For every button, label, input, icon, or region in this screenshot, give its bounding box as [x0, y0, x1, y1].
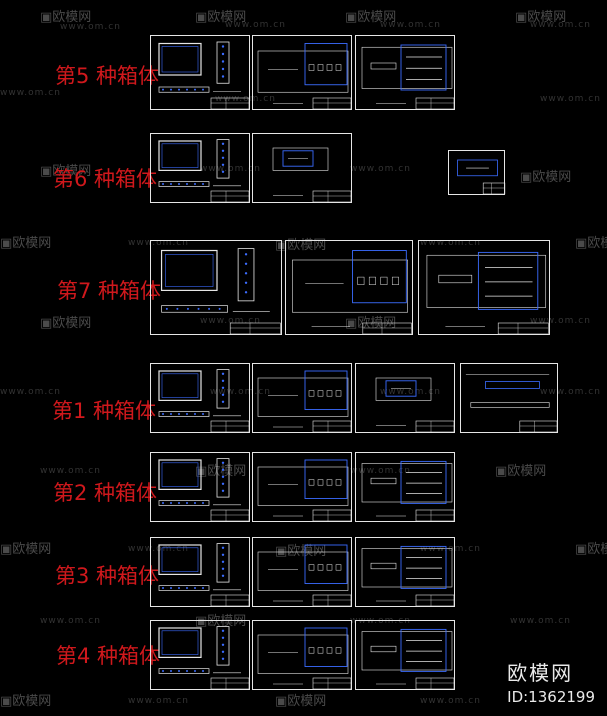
watermark-url: www.om.cn: [420, 238, 481, 248]
watermark-logo: ▣欧模网: [515, 10, 567, 25]
cad-sheet: [150, 35, 250, 110]
watermark-url: www.om.cn: [40, 616, 101, 626]
watermark-url: www.om.cn: [350, 164, 411, 174]
brand-watermark: 欧模网 ID:1362199: [507, 657, 595, 706]
watermark-logo: ▣欧模网: [575, 236, 607, 251]
cad-sheet: [252, 35, 352, 110]
cad-sheet: [150, 620, 250, 690]
watermark-url: www.om.cn: [540, 387, 601, 397]
watermark-url: www.om.cn: [225, 20, 286, 30]
watermark-logo: ▣欧模网: [40, 164, 92, 179]
watermark-url: www.om.cn: [0, 387, 61, 397]
watermark-url: www.om.cn: [210, 387, 271, 397]
watermark-url: www.om.cn: [0, 88, 61, 98]
watermark-url: www.om.cn: [530, 20, 591, 30]
cad-sheet: [355, 620, 455, 690]
cad-sheet: [252, 133, 352, 203]
watermark-logo: ▣欧模网: [0, 542, 52, 557]
watermark-logo: ▣欧模网: [345, 10, 397, 25]
watermark-logo: ▣欧模网: [345, 316, 397, 331]
watermark-url: www.om.cn: [128, 238, 189, 248]
watermark-logo: ▣欧模网: [40, 316, 92, 331]
cad-sheet: [150, 240, 282, 335]
cad-sheet: [285, 240, 413, 335]
watermark-url: www.om.cn: [200, 316, 261, 326]
watermark-url: www.om.cn: [40, 466, 101, 476]
watermark-url: www.om.cn: [530, 316, 591, 326]
cad-sheet: [252, 452, 352, 522]
cad-sheet: [252, 363, 352, 433]
watermark-logo: ▣欧模网: [275, 238, 327, 253]
watermark-url: www.om.cn: [380, 20, 441, 30]
watermark-logo: ▣欧模网: [0, 236, 52, 251]
cad-sheet: [150, 452, 250, 522]
watermark-url: www.om.cn: [200, 164, 261, 174]
watermark-logo: ▣欧模网: [40, 10, 92, 25]
watermark-logo: ▣欧模网: [195, 464, 247, 479]
cad-sheet: [150, 133, 250, 203]
cad-sheet: [252, 620, 352, 690]
watermark-url: www.om.cn: [420, 696, 481, 706]
label-type-1: 第1 种箱体: [52, 399, 157, 423]
cad-sheet: [355, 35, 455, 110]
watermark-url: www.om.cn: [60, 22, 121, 32]
label-type-7: 第7 种箱体: [57, 279, 162, 303]
cad-sheet: [355, 363, 455, 433]
watermark-url: www.om.cn: [350, 466, 411, 476]
brand-id: ID:1362199: [507, 688, 595, 706]
brand-name: 欧模网: [507, 661, 574, 685]
watermark-logo: ▣欧模网: [575, 542, 607, 557]
watermark-url: www.om.cn: [128, 544, 189, 554]
watermark-url: www.om.cn: [350, 616, 411, 626]
watermark-url: www.om.cn: [215, 94, 276, 104]
watermark-logo: ▣欧模网: [275, 694, 327, 709]
watermark-logo: ▣欧模网: [275, 544, 327, 559]
watermark-url: www.om.cn: [540, 94, 601, 104]
label-type-5: 第5 种箱体: [55, 64, 160, 88]
label-type-6: 第6 种箱体: [53, 167, 158, 191]
cad-sheet: [355, 537, 455, 607]
watermark-logo: ▣欧模网: [520, 170, 572, 185]
watermark-logo: ▣欧模网: [195, 10, 247, 25]
watermark-logo: ▣欧模网: [195, 614, 247, 629]
label-type-4: 第4 种箱体: [56, 644, 161, 668]
cad-sheet: [355, 452, 455, 522]
watermark-url: www.om.cn: [510, 616, 571, 626]
watermark-url: www.om.cn: [420, 544, 481, 554]
watermark-logo: ▣欧模网: [495, 464, 547, 479]
watermark-logo: ▣欧模网: [0, 694, 52, 709]
cad-sheet: [150, 363, 250, 433]
watermark-url: www.om.cn: [380, 387, 441, 397]
cad-sheet: [252, 537, 352, 607]
cad-sheet: [418, 240, 550, 335]
cad-sheet: [448, 150, 506, 195]
watermark-url: www.om.cn: [128, 696, 189, 706]
label-type-2: 第2 种箱体: [53, 481, 158, 505]
cad-sheet: [460, 363, 558, 433]
cad-sheet: [150, 537, 250, 607]
label-type-3: 第3 种箱体: [55, 564, 160, 588]
